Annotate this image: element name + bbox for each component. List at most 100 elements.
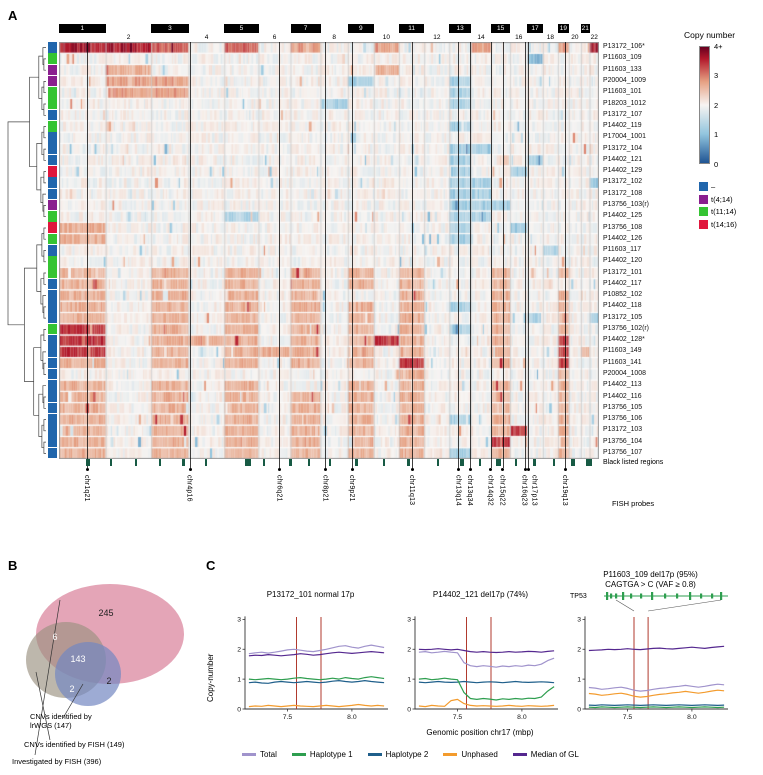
chromosome-number: 13 [449, 24, 471, 33]
fish-probe-dot [457, 468, 461, 471]
blacklisted-region-tick [263, 459, 266, 466]
translocation-annotation [48, 380, 57, 391]
chromosome-number: 1 [59, 24, 106, 33]
fish-probe-label: chr16q23 [520, 475, 528, 506]
sample-label: P13756_107 [603, 448, 643, 456]
colorbar-tick: 2 [714, 100, 719, 110]
svg-text:245: 245 [98, 608, 113, 618]
chromosome-number: 15 [491, 24, 511, 33]
chromosome-number: 20 [571, 34, 579, 41]
sample-label: P13756_103(r) [603, 200, 649, 208]
sample-label: P14402_116 [603, 392, 642, 400]
fish-probe-dot [278, 468, 282, 471]
translocation-annotation-column [48, 42, 57, 459]
svg-text:7.5: 7.5 [453, 714, 463, 721]
x-axis-label: Genomic position chr17 (mbp) [426, 728, 534, 737]
fish-probe-dot [410, 468, 414, 471]
fish-probe-line [325, 42, 327, 468]
fish-probe-line [411, 42, 413, 468]
panel-c-label: C [206, 558, 216, 573]
blacklisted-region-tick [437, 459, 439, 466]
svg-text:8.0: 8.0 [687, 714, 697, 721]
sample-label: P14402_129 [603, 167, 643, 175]
fish-probe-dot [523, 468, 527, 471]
chromosome-number: 3 [151, 24, 189, 33]
blacklisted-region-tick [308, 459, 311, 466]
svg-text:8.0: 8.0 [347, 714, 357, 721]
colorbar-tick: 1 [714, 130, 719, 139]
translocation-annotation [48, 120, 57, 132]
svg-text:2: 2 [577, 647, 581, 654]
sample-label: P13756_108 [603, 223, 643, 231]
sample-label: P13172_105 [603, 313, 643, 321]
sample-label: P13172_104 [603, 144, 643, 152]
sample-label: P14402_126 [603, 234, 643, 242]
chromosome-number: 2 [126, 34, 131, 41]
translocation-annotation [48, 425, 57, 436]
translocation-annotation [48, 132, 57, 143]
blacklisted-region-tick [459, 459, 464, 466]
legend-label: Unphased [461, 750, 498, 759]
sample-label: P11603_101 [603, 88, 642, 96]
colorbar-tick: 0 [714, 159, 719, 169]
chromosome-number: 22 [590, 34, 598, 41]
chromosome-number: 11 [398, 24, 425, 33]
fish-probe-dot [324, 468, 328, 471]
svg-text:1: 1 [407, 676, 411, 683]
translocation-annotation [48, 346, 57, 357]
chromosome-number: 6 [272, 34, 277, 41]
sample-label: P14402_117 [603, 279, 642, 287]
fish-probe-line [502, 42, 504, 468]
translocation-annotation [48, 447, 57, 459]
total-line-swatch [242, 753, 256, 756]
sample-label: P13172_102 [603, 178, 643, 186]
sample-label: P13172_106* [603, 43, 645, 51]
colorbar-tick: 3 [714, 71, 719, 80]
sample-label: P14402_113 [603, 381, 642, 389]
tp53-gene-label: TP53 [570, 593, 587, 600]
chart-title-3: P11603_109 del17p (95%) CAGTGA > C (VAF … [603, 570, 698, 590]
translocation-annotation [48, 199, 57, 211]
blacklist-label: Black listed regions [603, 459, 664, 466]
fish-probe-dot [350, 468, 354, 471]
svg-text:143: 143 [70, 654, 85, 664]
sample-label: P14402_118 [603, 302, 642, 310]
blacklisted-region-tick [354, 459, 358, 466]
haplotype2-line-swatch [367, 753, 382, 756]
chromosome-number: 4 [204, 34, 209, 41]
fish-probe-label: chr14q32 [486, 475, 494, 506]
chromosome-number: 7 [290, 24, 321, 33]
chromosome-number: 9 [347, 24, 374, 33]
translocation-annotation [48, 222, 57, 233]
sample-label: P13756_104 [603, 437, 643, 445]
blacklisted-region-tick [288, 459, 292, 466]
translocation-annotation [48, 143, 57, 155]
sample-label: P14402_128* [603, 336, 645, 344]
fish-probes-label: FISH probes [612, 499, 655, 508]
svg-text:3: 3 [407, 617, 411, 624]
sample-label: P13756_106 [603, 415, 643, 423]
svg-text:1: 1 [237, 676, 241, 683]
translocation-annotation [48, 64, 57, 76]
translocation-label-none: – [711, 182, 716, 191]
fish-probe-line [490, 42, 492, 468]
copy-number-colorbar [699, 46, 710, 164]
blacklisted-region-tick [158, 459, 161, 466]
translocation-annotation [48, 75, 57, 87]
sample-label: P11603_149 [603, 347, 642, 355]
chart-title-2: P14402_121 del17p (74%) [432, 590, 529, 599]
fish-probe-line [470, 42, 472, 468]
fish-probe-label: chr1q21 [83, 475, 90, 502]
fish-probe-line [528, 42, 530, 468]
translocation-label-t11_14: t(11;14) [711, 207, 737, 216]
sample-label: P13172_108 [603, 189, 643, 197]
translocation-annotation [48, 244, 57, 256]
svg-text:7.5: 7.5 [623, 714, 633, 721]
sample-label: P11603_141 [603, 358, 642, 366]
